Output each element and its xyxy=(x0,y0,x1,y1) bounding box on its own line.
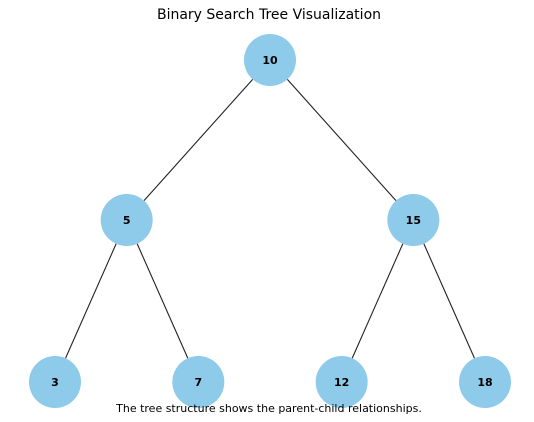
node-circle xyxy=(459,356,511,408)
node-label: 10 xyxy=(262,54,278,67)
node-label: 5 xyxy=(123,214,131,227)
node-circle xyxy=(172,356,225,408)
node-label: 7 xyxy=(195,376,203,389)
tree-node-5: 5 xyxy=(100,194,153,246)
tree-node-10: 10 xyxy=(244,34,296,86)
diagram-caption: The tree structure shows the parent-chil… xyxy=(115,402,422,415)
node-circle xyxy=(29,356,81,408)
tree-node-15: 15 xyxy=(387,194,440,246)
tree-node-3: 3 xyxy=(29,356,81,408)
edge-5-7 xyxy=(136,243,189,359)
tree-node-12: 12 xyxy=(315,356,368,408)
edge-15-12 xyxy=(351,243,404,359)
nodes-layer: 10 5 15 3 7 12 18 xyxy=(29,34,511,408)
tree-node-18: 18 xyxy=(459,356,511,408)
edge-10-15 xyxy=(286,78,397,202)
diagram-title: Binary Search Tree Visualization xyxy=(157,7,381,23)
node-label: 15 xyxy=(406,214,421,227)
node-circle xyxy=(100,194,153,246)
node-label: 12 xyxy=(334,376,349,389)
tree-node-7: 7 xyxy=(172,356,225,408)
node-label: 18 xyxy=(477,376,492,389)
node-circle xyxy=(387,194,440,246)
edge-15-18 xyxy=(423,243,475,359)
edges-layer xyxy=(65,78,475,359)
node-label: 3 xyxy=(51,376,59,389)
edge-10-5 xyxy=(143,78,254,202)
edge-5-3 xyxy=(65,243,117,359)
node-circle xyxy=(315,356,368,408)
node-circle xyxy=(244,34,296,86)
